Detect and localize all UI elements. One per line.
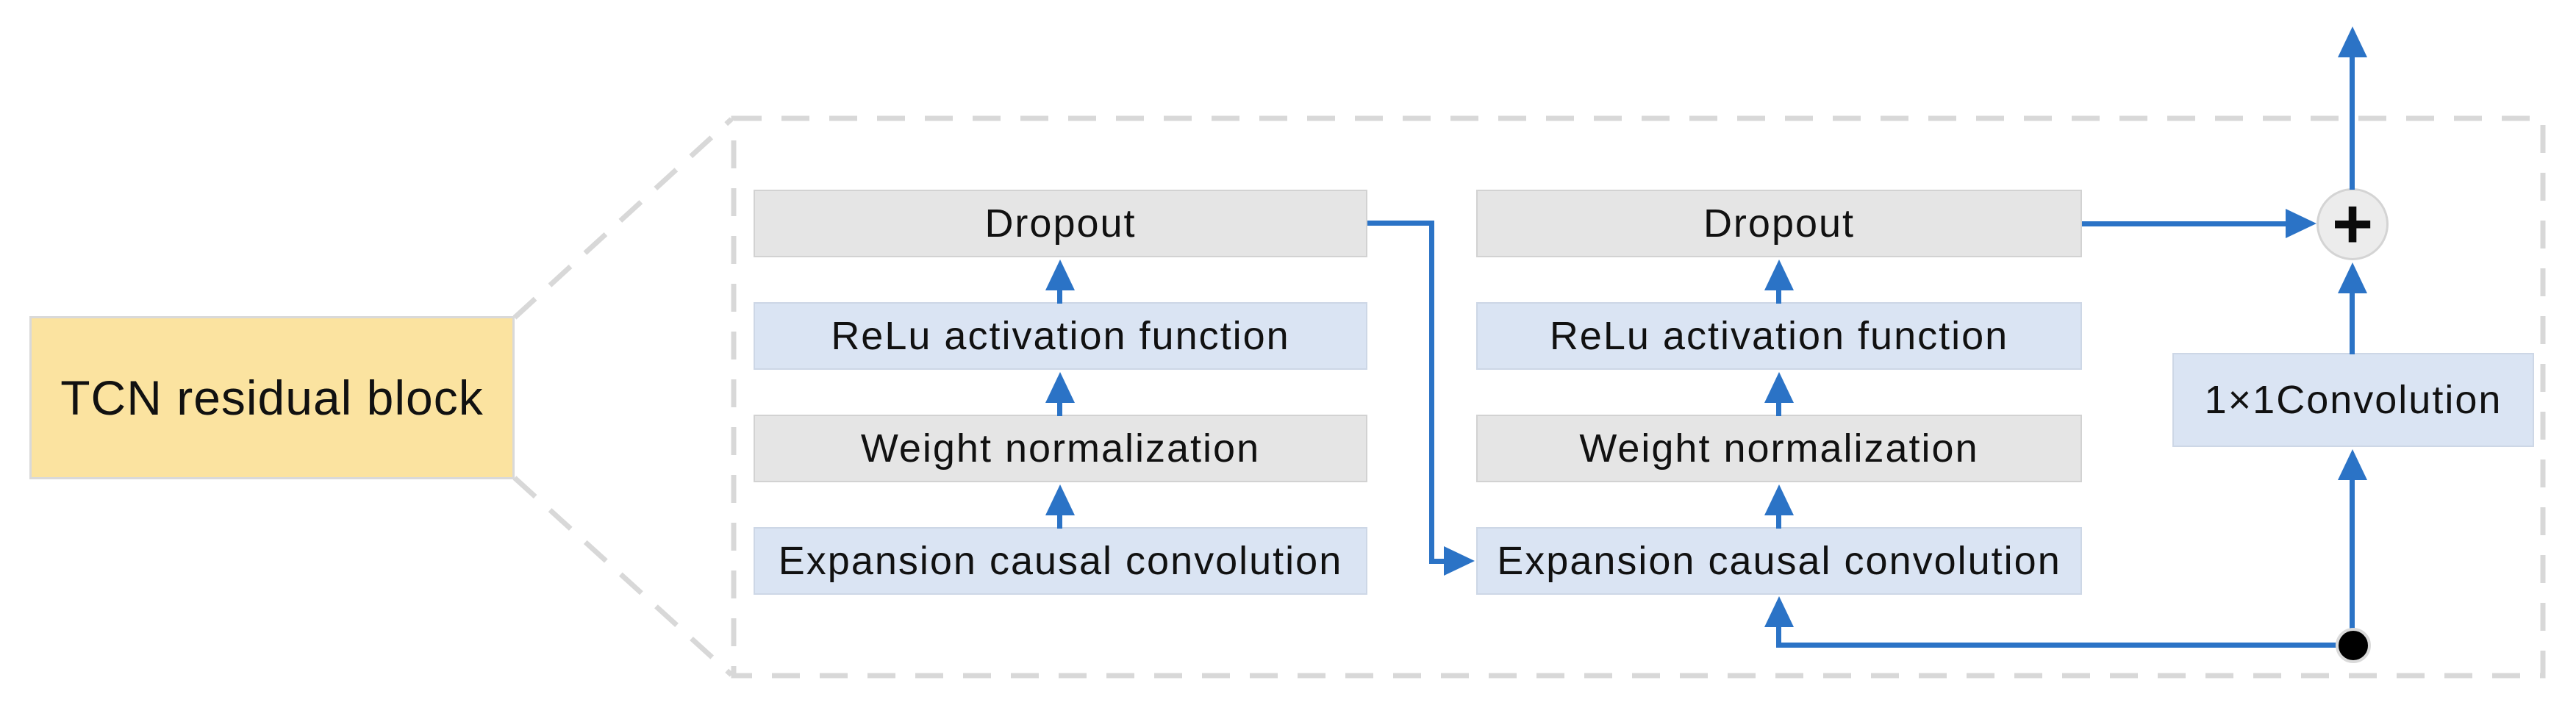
connector-input-to-stack2 (1776, 643, 2355, 648)
zoom-callout-line-bottom (512, 476, 734, 677)
up-arrow-icon (2338, 26, 2367, 57)
right-arrow-icon (2286, 209, 2316, 238)
flow-line (1776, 513, 1781, 529)
up-arrow-icon (1764, 260, 1794, 290)
flow-line (1057, 401, 1062, 416)
output-flow-line (2350, 57, 2355, 190)
connector-stack1-to-stack2 (1367, 221, 1434, 226)
stack1-weight-norm-box: Weight normalization (754, 415, 1367, 482)
up-arrow-icon (1045, 484, 1075, 515)
connector-stack2-to-sum (2082, 221, 2288, 226)
up-arrow-icon (2338, 262, 2367, 293)
flow-line (1776, 401, 1781, 416)
stack2-expansion-conv-box: Expansion causal convolution (1476, 527, 2082, 595)
connector-stack1-to-stack2 (1429, 559, 1447, 564)
flow-line (1057, 288, 1062, 304)
sum-node: + (2316, 188, 2389, 260)
stack2-weight-norm-box: Weight normalization (1476, 415, 2082, 482)
input-node-dot (2336, 628, 2371, 663)
up-arrow-icon (1764, 484, 1794, 515)
flow-line (1057, 513, 1062, 529)
expanded-view-outline (731, 115, 2546, 679)
stack2-relu-box: ReLu activation function (1476, 302, 2082, 370)
up-arrow-icon (2338, 449, 2367, 480)
right-arrow-icon (1444, 546, 1475, 576)
connector-input-to-stack2 (1776, 626, 1781, 645)
zoom-callout-line-top (512, 117, 734, 320)
stack1-relu-box: ReLu activation function (754, 302, 1367, 370)
up-arrow-icon (1764, 372, 1794, 403)
stack1-expansion-conv-box: Expansion causal convolution (754, 527, 1367, 595)
tcn-residual-block-label: TCN residual block (29, 316, 515, 479)
connector-stack1-to-stack2 (1429, 221, 1434, 564)
up-arrow-icon (1764, 596, 1794, 627)
flow-line (2350, 480, 2355, 631)
stack1-dropout-box: Dropout (754, 190, 1367, 257)
up-arrow-icon (1045, 372, 1075, 403)
flow-line (1776, 288, 1781, 304)
conv1x1-box: 1×1Convolution (2172, 353, 2534, 447)
flow-line (2350, 293, 2355, 354)
stack2-dropout-box: Dropout (1476, 190, 2082, 257)
up-arrow-icon (1045, 260, 1075, 290)
